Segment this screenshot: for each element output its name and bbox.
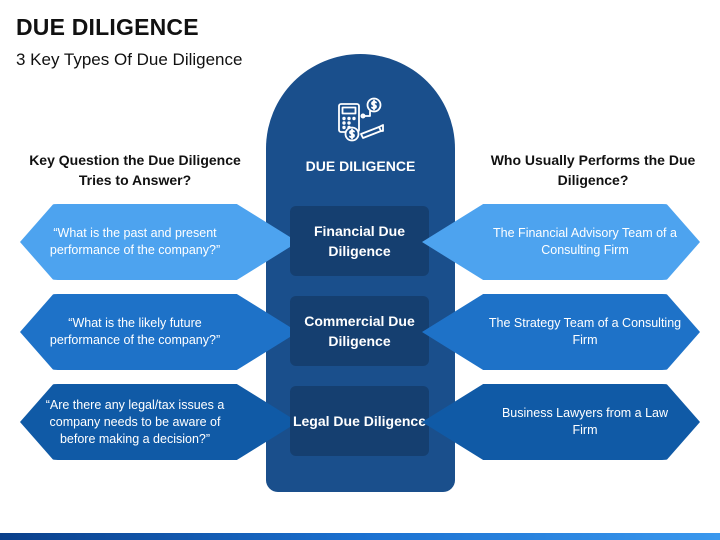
question-text: “Are there any legal/tax issues a compan… — [45, 397, 225, 446]
performer-text: Business Lawyers from a Law Firm — [501, 406, 669, 437]
question-arrow-financial: “What is the past and present performanc… — [20, 204, 298, 280]
performer-arrow-financial: The Financial Advisory Team of a Consult… — [422, 204, 700, 280]
question-text: “What is the past and present performanc… — [49, 226, 221, 257]
type-box-legal: Legal Due Diligence — [290, 386, 429, 456]
left-column-header: Key Question the Due Diligence Tries to … — [29, 152, 241, 188]
type-label: Financial Due Diligence — [313, 223, 406, 259]
calculator-money-icon — [338, 97, 384, 142]
type-label: Legal Due Diligence — [292, 413, 427, 429]
type-label: Commercial Due Diligence — [304, 313, 415, 349]
type-box-financial: Financial Due Diligence — [290, 206, 429, 276]
page-subtitle: 3 Key Types Of Due Diligence — [16, 50, 243, 69]
question-arrow-commercial: “What is the likely future performance o… — [20, 294, 298, 370]
question-arrow-legal: “Are there any legal/tax issues a compan… — [20, 384, 298, 460]
performer-arrow-commercial: The Strategy Team of a Consulting Firm — [422, 294, 700, 370]
pillar-label: DUE DILIGENCE — [305, 158, 416, 174]
type-box-commercial: Commercial Due Diligence — [290, 296, 429, 366]
right-column-header: Who Usually Performs the Due Diligence? — [490, 152, 696, 188]
page-title: DUE DILIGENCE — [16, 14, 199, 40]
question-text: “What is the likely future performance o… — [49, 316, 221, 347]
performer-arrow-legal: Business Lawyers from a Law Firm — [422, 384, 700, 460]
performer-text: The Financial Advisory Team of a Consult… — [493, 226, 677, 257]
bottom-accent-bar — [0, 533, 720, 540]
performer-text: The Strategy Team of a Consulting Firm — [488, 316, 682, 347]
